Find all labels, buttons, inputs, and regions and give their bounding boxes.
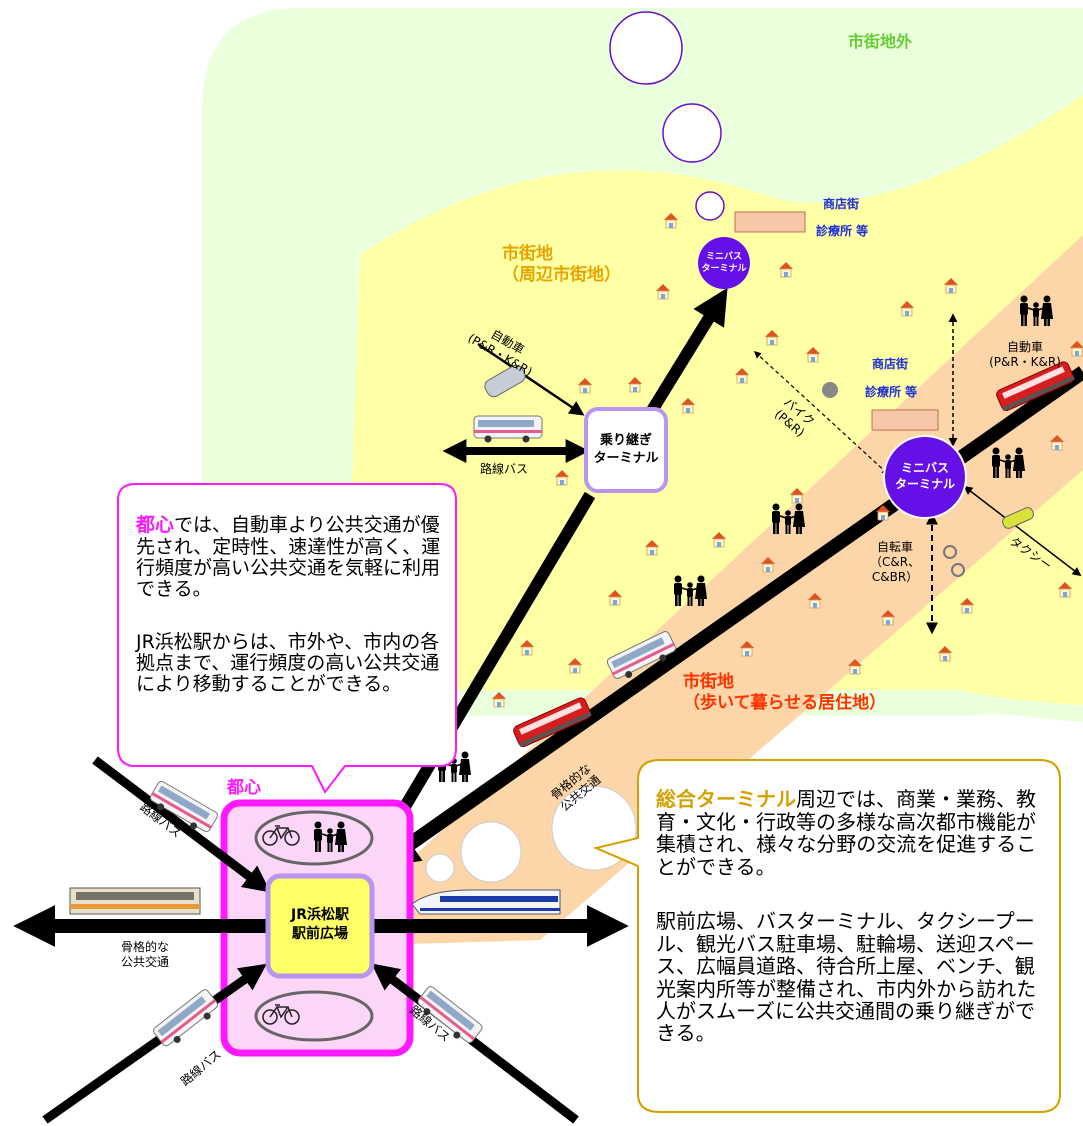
terminal-callout: 総合ターミナル周辺では、商業・業務、教育・文化・行政等の多様な高次都市機能が集積…: [656, 766, 1048, 1077]
bicycle-label: 自転車 （C&R、 C&BR）: [870, 540, 921, 584]
bus-icon-bottom-left: [151, 987, 223, 1052]
shopping-street-icon-top: [734, 211, 806, 233]
mini-bus-terminal-top-label: ミニバス ターミナル: [701, 252, 747, 274]
callout-terminal-paragraph-2: 駅前広場、バスターミナル、タクシープール、観光バス駐車場、駐輪場、送迎スペース、…: [656, 909, 1037, 1046]
callout-center-paragraph-2: JR浜松駅からは、市外や、市内の各拠点まで、運行頻度の高い公共交通により移動する…: [136, 630, 440, 696]
jr-station-box: [265, 873, 375, 979]
shopping-street-mid-label: 商店街: [872, 357, 909, 371]
jr-station-label: JR浜松駅 駅前広場: [291, 907, 349, 942]
car-icon: [484, 364, 526, 398]
walkable-area-label: 市街地 （歩いて暮らせる居住地）: [683, 672, 887, 714]
clinic-mid-label: 診療所 等: [865, 385, 918, 399]
callout-center-keyword: 都心: [136, 514, 175, 537]
callout-center-paragraph-1: では、自動車より公共交通が優先され、定時性、速達性が高く、運行頻度が高い公共交通…: [136, 514, 441, 601]
mini-bus-terminal-top: [698, 237, 750, 289]
shopping-street-icon-mid: [871, 409, 939, 431]
callout-terminal-paragraph-1: 周辺では、商業・業務、教育・文化・行政等の多様な高次都市機能が集積され、様々な分…: [656, 787, 1037, 879]
transfer-terminal-box: [584, 407, 668, 493]
suburban-area-label: 市街地 （周辺市街地）: [502, 244, 621, 286]
car-right-label: 自動車 (P&R・K&R): [989, 340, 1061, 369]
route-bus-upper-label: 路線バス: [480, 462, 529, 476]
taxi-icon: [1002, 507, 1034, 529]
city-center-label: 都心: [227, 778, 261, 798]
backbone-left-label: 骨格的な 公共交通: [120, 940, 169, 969]
commuter-train-icon: [69, 887, 201, 915]
callout-terminal-keyword: 総合ターミナル: [656, 787, 796, 812]
shopping-street-top-label: 商店街: [823, 197, 860, 211]
mini-bus-terminal-main: [883, 435, 967, 519]
outside-urban-label: 市街地外: [848, 32, 913, 51]
transfer-terminal-label: 乗り継ぎ ターミナル: [593, 433, 659, 466]
city-center-callout: 都心では、自動車より公共交通が優先され、定時性、速達性が高く、運行頻度が高い公共…: [136, 494, 446, 727]
mini-bus-terminal-main-label: ミニバス ターミナル: [894, 461, 955, 492]
clinic-top-label: 診療所 等: [816, 224, 869, 238]
backbone-diagonal-line: [376, 366, 1083, 868]
shinkansen-icon: [411, 889, 561, 915]
